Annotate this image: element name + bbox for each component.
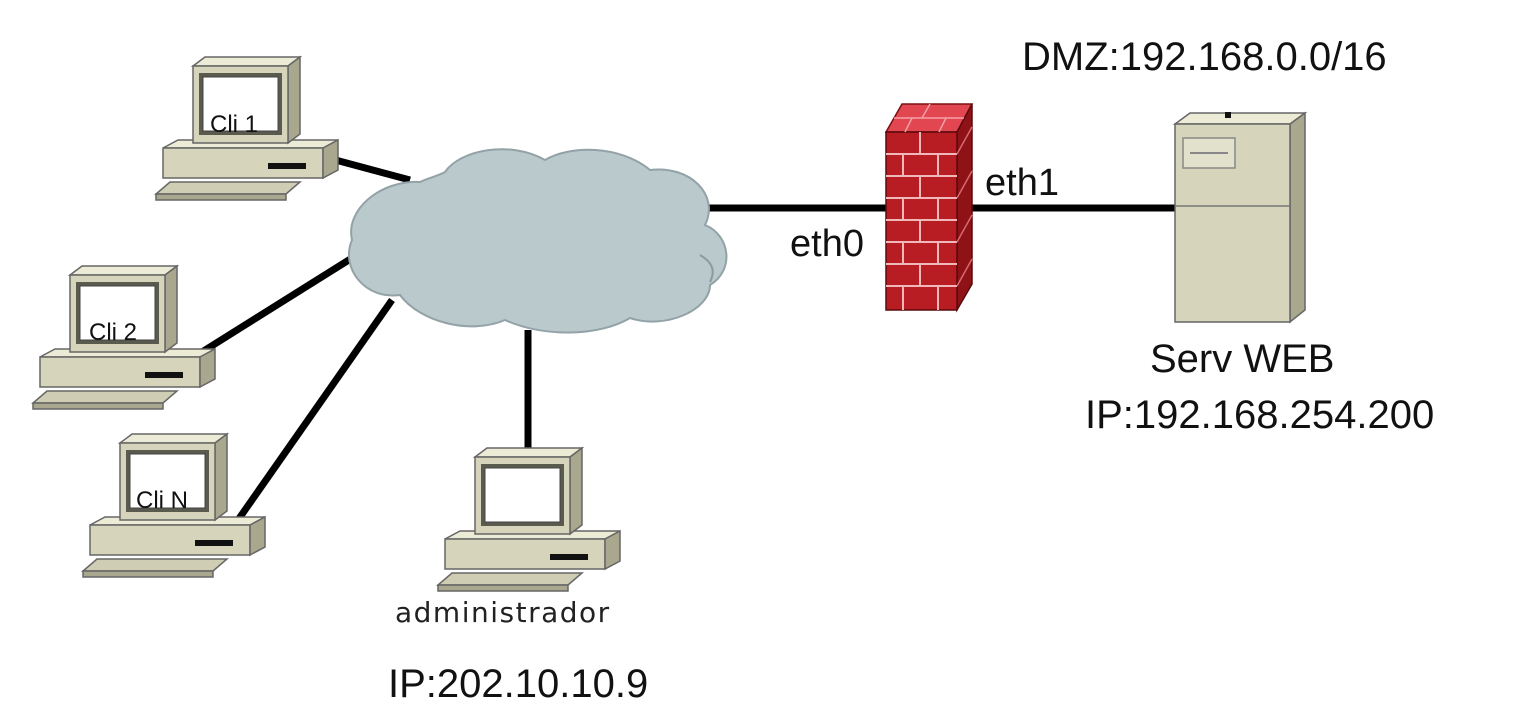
eth0-label: eth0 <box>790 223 864 265</box>
link-clin-cloud <box>235 297 395 523</box>
eth1-label: eth1 <box>985 162 1059 204</box>
server-ip-label: IP:192.168.254.200 <box>1085 393 1434 437</box>
admin-pc <box>437 447 621 592</box>
computer-icon <box>437 447 621 592</box>
link-cli1-cloud <box>327 154 411 184</box>
admin-ip-label: IP:202.10.10.9 <box>388 662 648 706</box>
client-label-2: Cli 2 <box>89 319 137 346</box>
link-cli2-cloud <box>200 255 354 355</box>
client-label-1: Cli 1 <box>210 111 258 138</box>
server-name-label: Serv WEB <box>1150 337 1334 381</box>
network-links <box>200 154 1180 523</box>
firewall-icon <box>884 103 974 313</box>
web-server-icon <box>1172 111 1308 324</box>
admin-name-label: administrador <box>395 596 611 629</box>
client-label-n: Cli N <box>136 487 188 514</box>
internet-cloud-icon <box>347 148 728 334</box>
dmz-label: DMZ:192.168.0.0/16 <box>1022 35 1387 79</box>
